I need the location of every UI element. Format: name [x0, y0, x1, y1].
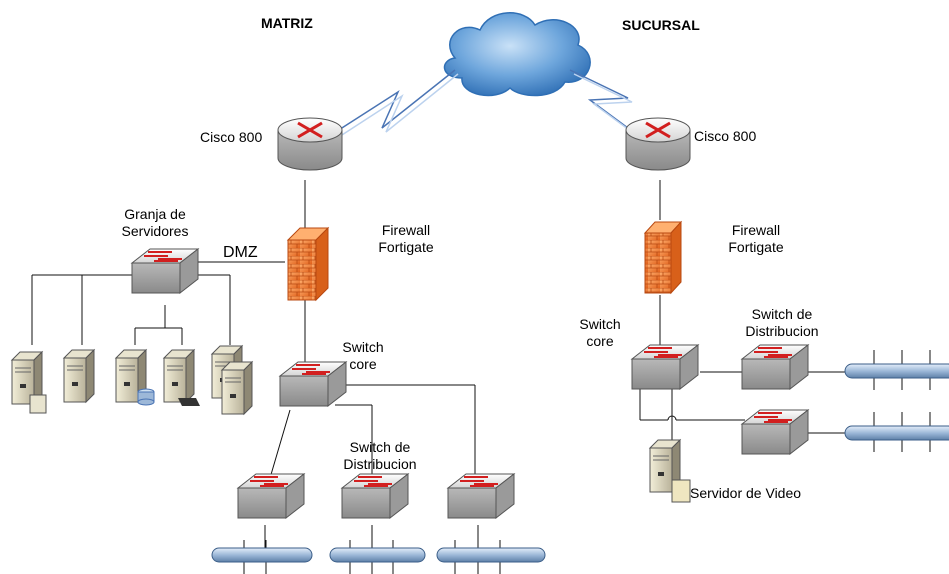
server-1-document-icon [29, 394, 47, 414]
sucursal-heading: SUCURSAL [622, 17, 700, 33]
right-distribution-switch-2-icon [741, 409, 809, 455]
right-firewall-label-line-1: Firewall [731, 222, 781, 238]
left-router-icon [276, 116, 344, 172]
left-firewall-label-line-2: Fortigate [378, 239, 434, 255]
left-core-switch-label: Switch core [335, 339, 391, 373]
right-core-switch-label: Switch core [572, 316, 628, 350]
keyboard-icon [178, 398, 200, 406]
right-core-switch-label-line-2: core [586, 333, 614, 349]
right-links [639, 180, 845, 450]
left-bus-cables [211, 540, 546, 574]
dmz-switch-icon [131, 248, 199, 294]
server-rack-bottom-icon [221, 361, 253, 415]
right-bus-cables [844, 350, 949, 452]
right-distribution-switch-1-icon [741, 344, 809, 390]
internet-cloud [443, 12, 591, 97]
server-4-icon [163, 349, 195, 403]
right-core-switch-label-line-1: Switch [579, 316, 621, 332]
left-distribution-label-line-2: Distribucion [343, 456, 417, 472]
left-firewall-icon [286, 226, 330, 302]
left-firewall-label-line-1: Firewall [381, 222, 431, 238]
left-distribution-switch-2-icon [341, 473, 409, 519]
right-distribution-switch-label: Switch de Distribucion [730, 306, 834, 340]
left-distribution-label-line-1: Switch de [349, 439, 411, 455]
left-router-label: Cisco 800 [200, 129, 263, 145]
server-2-icon [63, 349, 95, 403]
wan-link-left [319, 69, 459, 147]
server-farm-label-line-1: Granja de [124, 206, 186, 222]
left-distribution-switch-label: Switch de Distribucion [328, 439, 432, 473]
server-farm-label: Granja de Servidores [108, 206, 202, 240]
right-distribution-label-line-2: Distribucion [745, 323, 819, 339]
server-farm-label-line-2: Servidores [121, 223, 189, 239]
left-firewall-label: Firewall Fortigate [368, 222, 444, 256]
left-core-switch-label-line-2: core [349, 356, 377, 372]
right-router-label: Cisco 800 [694, 128, 757, 144]
right-distribution-label-line-1: Switch de [751, 306, 813, 322]
left-distribution-switch-1-icon [237, 473, 305, 519]
video-server-icon [649, 439, 691, 503]
server-farm [11, 345, 253, 415]
right-firewall-label: Firewall Fortigate [718, 222, 794, 256]
dmz-label: DMZ [223, 244, 258, 261]
right-firewall-label-line-2: Fortigate [728, 239, 784, 255]
left-core-switch-label-line-1: Switch [342, 339, 384, 355]
right-router-icon [624, 116, 692, 172]
right-firewall-icon [643, 220, 683, 295]
right-core-switch-icon [631, 344, 699, 390]
video-server-label: Servidor de Video [690, 485, 802, 501]
left-distribution-switch-3-icon [447, 473, 515, 519]
matriz-heading: MATRIZ [261, 15, 313, 31]
